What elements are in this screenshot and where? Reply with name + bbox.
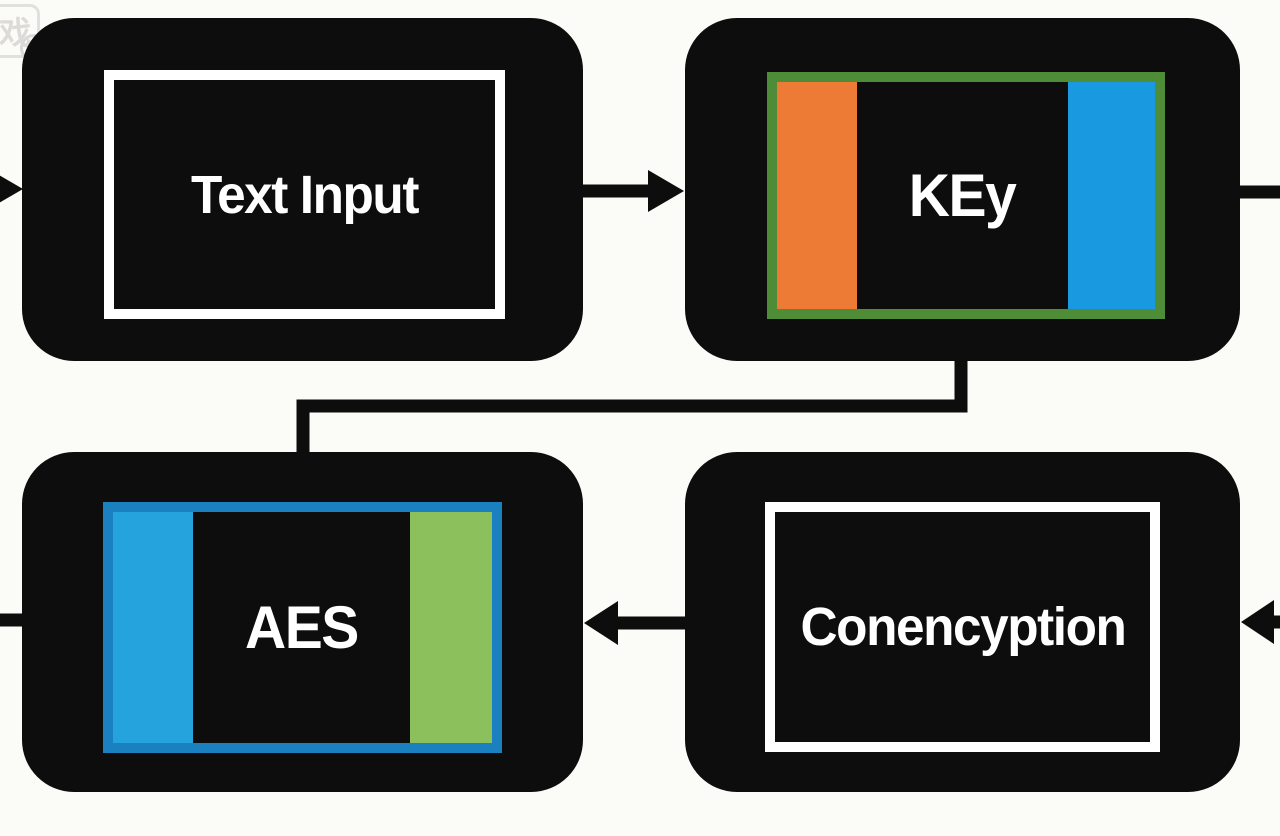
node-aes-label: AES	[245, 594, 359, 661]
connector-key-to-aes-elbow	[296, 360, 968, 453]
node-key-label: KEy	[909, 162, 1017, 229]
arrowhead-text-input-to-key	[648, 170, 684, 212]
node-conencyption-frame: Conencyption	[765, 502, 1160, 752]
key-blue-bar	[1068, 82, 1155, 309]
arrowhead-into-text-input	[0, 175, 23, 203]
aes-green-bar	[410, 512, 492, 743]
arrowhead-into-conencyption	[1241, 600, 1274, 644]
aes-blue-bar	[113, 512, 193, 743]
node-text-input-body: Text Input	[114, 80, 495, 309]
node-aes-frame: AES	[103, 502, 502, 753]
node-aes-body: AES	[193, 512, 410, 743]
node-key-body: KEy	[857, 82, 1068, 309]
key-orange-bar	[777, 82, 857, 309]
node-key-frame: KEy	[767, 72, 1165, 319]
node-text-input-label: Text Input	[190, 164, 419, 225]
node-conencyption: Conencyption	[685, 452, 1240, 792]
node-key: KEy	[685, 18, 1240, 361]
node-text-input: Text Input	[22, 18, 583, 361]
node-text-input-frame: Text Input	[104, 70, 505, 319]
arrowhead-conencyption-to-aes	[584, 601, 618, 645]
node-aes: AES	[22, 452, 583, 792]
node-conencyption-label: Conencyption	[800, 597, 1126, 657]
node-conencyption-body: Conencyption	[775, 512, 1150, 742]
